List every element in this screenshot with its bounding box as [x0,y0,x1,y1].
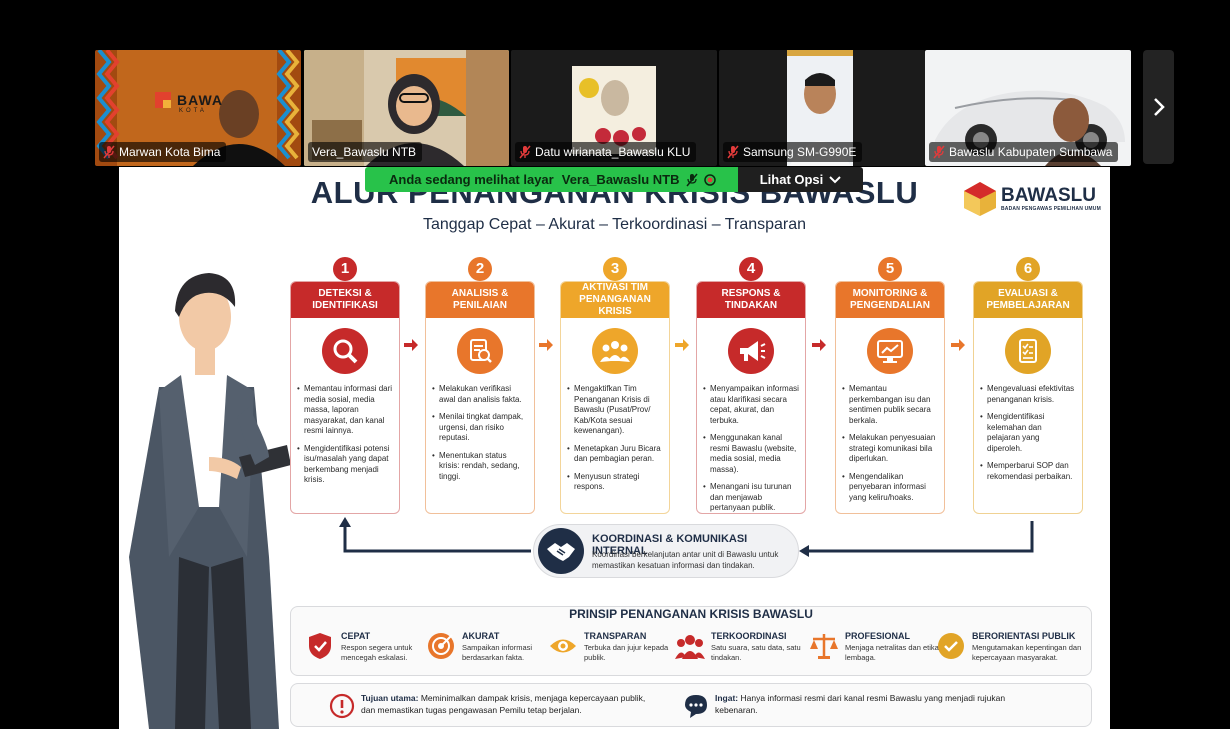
chat-icon [685,695,707,718]
eye-icon [550,639,576,653]
view-options-button[interactable]: Lihat Opsi [738,167,863,192]
mic-off-icon [727,145,739,159]
checklist-icon [1005,328,1051,374]
next-page-button[interactable] [1143,50,1174,164]
arrow-right-icon [812,339,826,351]
step-number: 1 [333,257,357,281]
bawaslu-logo: BAWASLU BADAN PENGAWAS PEMILIHAN UMUM [963,181,1101,217]
participant-tile[interactable]: Samsung SM-G990E [719,50,925,166]
principles-title: PRINSIP PENANGANAN KRISIS BAWASLU [569,607,813,621]
alert-icon [329,693,355,719]
handshake-icon [538,528,584,574]
step-title: ANALISIS & [451,288,509,299]
share-status-text: Anda sedang melihat layar [389,172,554,187]
search-icon [322,328,368,374]
mic-off-icon [103,145,115,159]
mic-off-icon [933,145,945,159]
presenter-illustration [129,273,291,729]
megaphone-icon [728,328,774,374]
team-icon [592,328,638,374]
mic-muted-icon [685,173,698,187]
participant-avatar-image [572,66,656,154]
logo-tagline: BADAN PENGAWAS PEMILIHAN UMUM [1001,206,1101,212]
step-number: 6 [1016,257,1040,281]
participant-name: Bawaslu Kabupaten Sumbawa [929,142,1119,162]
step-title: RESPONS & [721,288,781,299]
presenter-name: Vera_Bawaslu NTB [561,172,680,187]
shared-screen: ALUR PENANGANAN KRISIS BAWASLU Tanggap C… [119,167,1110,729]
arrow-right-icon [675,339,689,351]
logo-word: BAWASLU [1001,185,1096,206]
principle-item: BERORIENTASI PUBLIK Mengutamakan kepenti… [936,629,1086,669]
step-number: 2 [468,257,492,281]
logo-text: BAWA [177,92,223,108]
participant-video [95,50,301,166]
shield-check-icon [309,633,331,659]
step-title: AKTIVASI TIM [582,282,648,293]
participant-name: Vera_Bawaslu NTB [308,142,423,162]
bawaslu-emblem-icon [964,182,996,216]
target-icon [428,633,454,659]
arrow-right-icon [404,339,418,351]
recording-icon [703,173,716,186]
step-bullets: Melakukan verifikasi awal dan analisis f… [426,384,534,482]
participant-tile[interactable]: Bawaslu Kabupaten Sumbawa [925,50,1131,166]
logo-sub: KOTA [179,108,207,114]
participant-tile-active[interactable]: Vera_Bawaslu NTB [304,50,509,166]
check-badge-icon [938,633,964,659]
participant-name: Marwan Kota Bima [99,142,227,162]
step-bullets: Mengaktifkan Tim Penanganan Krisis di Ba… [561,384,669,493]
people-icon [675,635,705,659]
principle-item: CEPAT Respon segera untuk mencegah eskal… [305,629,435,669]
principles-box: PRINSIP PENANGANAN KRISIS BAWASLU CEPAT … [290,606,1092,676]
step-bullets: Memantau informasi dari media sosial, me… [291,384,399,486]
coordination-desc: Koordinasi berkelanjutan antar unit di B… [592,550,779,570]
notes-box: Tujuan utama: Meminimalkan dampak krisis… [290,683,1092,727]
participant-tile[interactable]: BAWA KOTA Marwan Kota Bima [95,50,301,166]
monitor-chart-icon [867,328,913,374]
step-title: MONITORING & [852,288,928,299]
step-title: EVALUASI & [998,288,1058,299]
principle-item: TRANSPARAN Terbuka dan jujur kepada publ… [548,629,678,669]
participant-name: Samsung SM-G990E [723,142,863,162]
chevron-right-icon [1153,98,1165,116]
principle-item: PROFESIONAL Menjaga netralitas dan etika… [809,629,939,669]
chevron-down-icon [829,175,841,183]
step-number: 4 [739,257,763,281]
step-number: 3 [603,257,627,281]
participant-name: Datu wirianata_Bawaslu KLU [515,142,697,162]
screen-share-banner: Anda sedang melihat layar Vera_Bawaslu N… [365,167,863,192]
principle-item: AKURAT Sampaikan informasi berdasarkan f… [426,629,556,669]
mic-off-icon [519,145,531,159]
scale-icon [810,634,838,659]
feedback-loop-arrows [339,517,1034,557]
coordination-title: KOORDINASI & KOMUNIKASI INTERNAL [592,533,748,557]
participant-tile[interactable]: Datu wirianata_Bawaslu KLU [511,50,717,166]
step-bullets: Menyampaikan informasi atau klarifikasi … [697,384,805,514]
step-number: 5 [878,257,902,281]
arrow-right-icon [951,339,965,351]
slide-subtitle: Tanggap Cepat – Akurat – Terkoordinasi –… [422,216,807,233]
coordination-box: KOORDINASI & KOMUNIKASI INTERNAL Koordin… [533,524,799,578]
step-title: DETEKSI & [318,288,372,299]
principle-item: TERKOORDINASI Satu suara, satu data, sat… [675,629,805,669]
step-bullets: Memantau perkembangan isu dan sentimen p… [836,384,944,503]
arrow-right-icon [539,339,553,351]
step-bullets: Mengevaluasi efektivitas penanganan kris… [974,384,1082,482]
document-analysis-icon [457,328,503,374]
